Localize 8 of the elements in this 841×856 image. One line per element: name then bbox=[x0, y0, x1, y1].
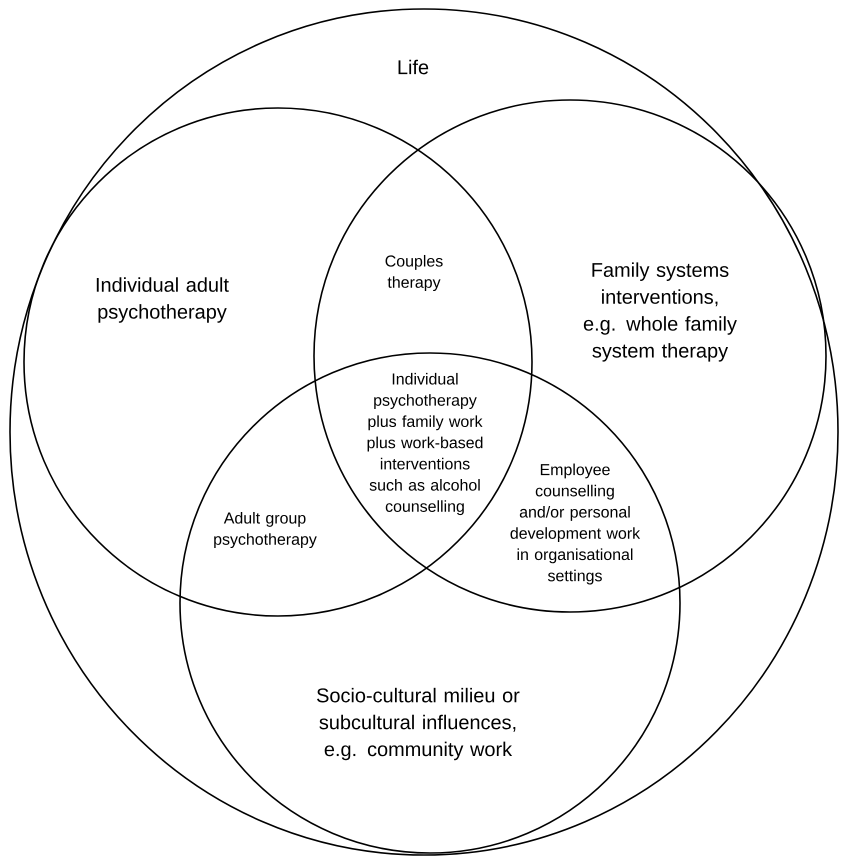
overlap-label: Employee counselling and/or personal development work in organisational settings bbox=[510, 464, 640, 584]
region-label: Life bbox=[398, 60, 428, 74]
overlap-label: Adult group psychotherapy bbox=[214, 512, 317, 548]
region-label: Socio-cultural milieu or subcultural influences, e.g. community work bbox=[317, 688, 520, 760]
overlap-label: Couples therapy bbox=[386, 254, 443, 292]
region-label: Family systems interventions, e.g. whole family system therapy bbox=[584, 262, 737, 362]
overlap-label: Individual psychotherapy plus family work plus work-based interventions such as alcohol counselling bbox=[368, 372, 483, 516]
region-label: Individual adult psychotherapy bbox=[96, 277, 229, 323]
